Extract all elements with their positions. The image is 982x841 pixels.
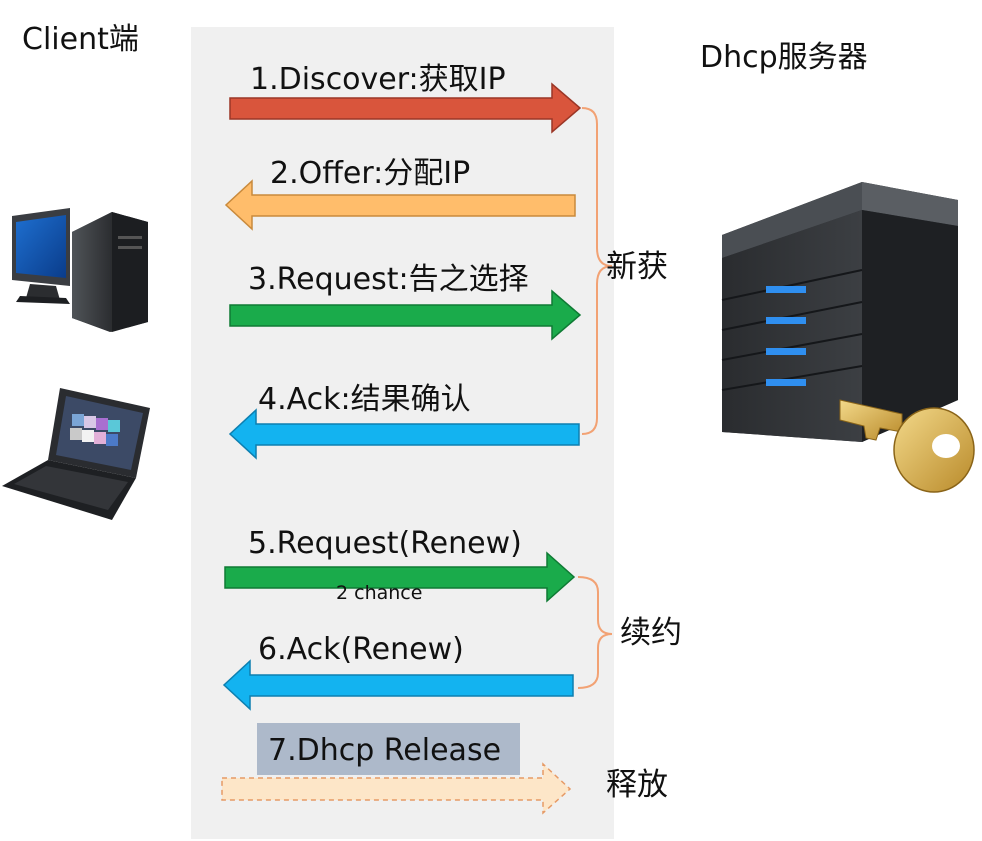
arrow-offer	[224, 179, 576, 231]
arrow-discover	[229, 82, 582, 134]
arrow-ack-renew	[222, 659, 574, 711]
arrow-request-renew	[224, 551, 576, 603]
step-label-4: 4.Ack:结果确认	[258, 382, 471, 417]
group-label-release: 释放	[606, 767, 668, 803]
desktop-computer-icon	[12, 208, 148, 332]
step-label-2: 2.Offer:分配IP	[270, 156, 471, 191]
server-title: Dhcp服务器	[700, 40, 868, 75]
key-icon	[839, 399, 975, 493]
group-label-renew: 续约	[620, 615, 682, 651]
arrow-request	[229, 289, 582, 341]
step-note-5: 2 chance	[336, 582, 423, 604]
server-tower-icon	[721, 182, 958, 442]
arrow-ack	[228, 408, 580, 460]
release-label-box	[257, 723, 520, 775]
step-label-1: 1.Discover:获取IP	[250, 62, 506, 97]
client-title: Client端	[22, 22, 139, 57]
step-label-5: 5.Request(Renew)	[248, 526, 522, 561]
arrow-release	[221, 762, 572, 815]
laptop-icon	[2, 388, 150, 520]
group-label-new: 新获	[606, 249, 668, 285]
brace-new	[581, 107, 613, 435]
step-label-7: 7.Dhcp Release	[268, 733, 502, 768]
step-label-3: 3.Request:告之选择	[248, 262, 529, 297]
step-label-6: 6.Ack(Renew)	[258, 632, 464, 667]
brace-renew	[577, 576, 613, 689]
